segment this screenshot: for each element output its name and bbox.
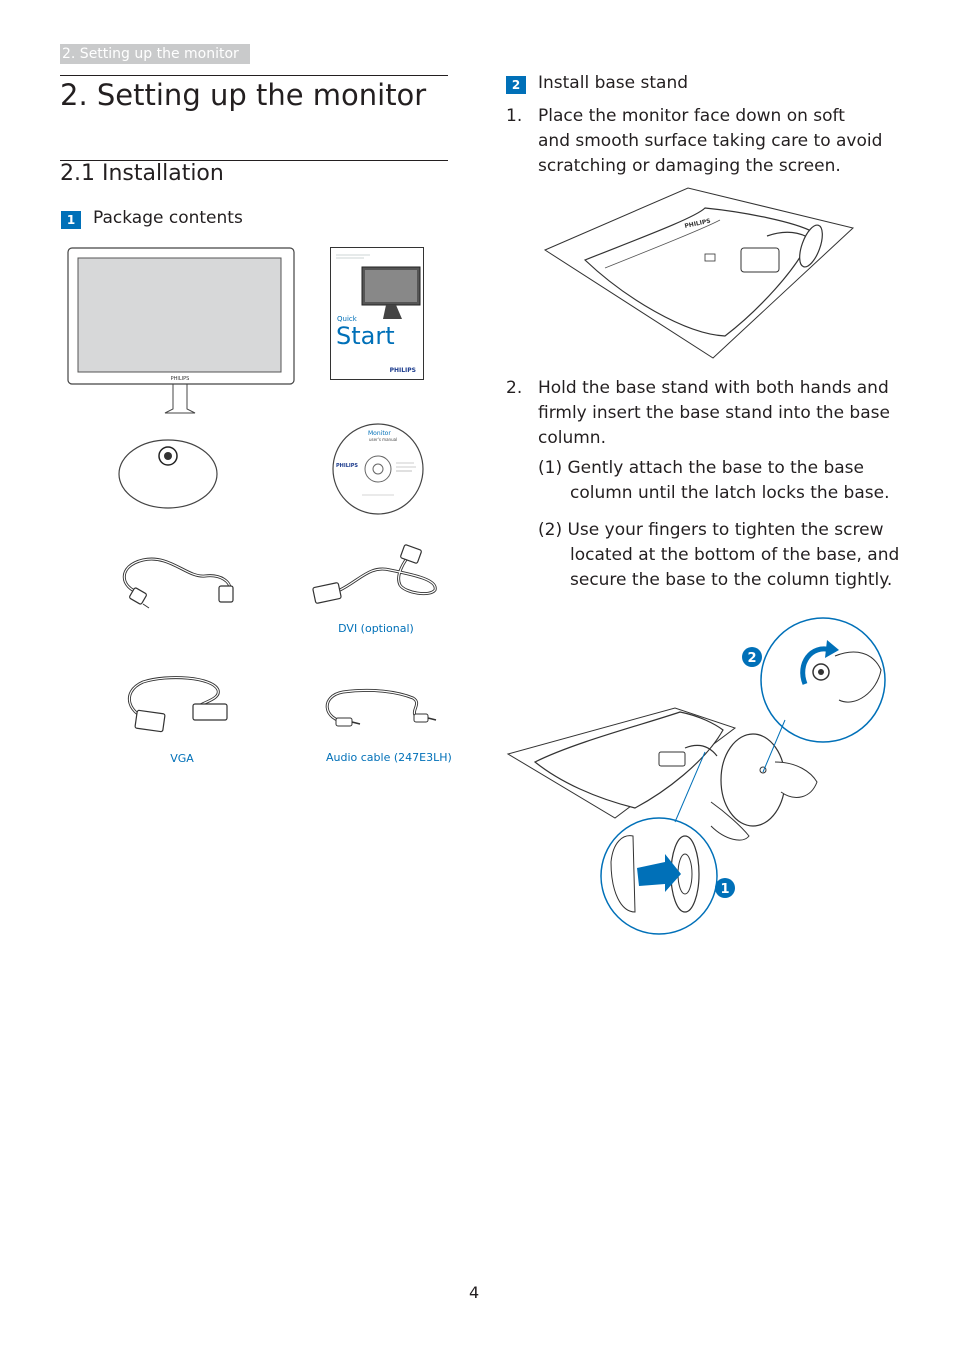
quickstart-big-text: Start: [336, 322, 395, 350]
monitor-brand: PHILIPS: [171, 376, 190, 382]
audio-cable-illustration: [325, 688, 437, 727]
substep2-line-2: located at the bottom of the base, and: [570, 545, 900, 565]
page-title: 2. Setting up the monitor: [60, 78, 427, 112]
monitor-illustration: PHILIPS: [67, 247, 295, 414]
vga-caption: VGA: [170, 752, 194, 765]
substep1-line-1: (1) Gently attach the base to the base: [538, 458, 864, 478]
dvi-cable-illustration: [312, 544, 437, 604]
step1-text: Place the monitor face down on soft and …: [538, 104, 918, 179]
package-badge: 1: [61, 211, 81, 229]
section-rule: [60, 160, 448, 161]
audio-caption: Audio cable (247E3LH): [326, 751, 452, 764]
base-stand-illustration: [118, 439, 218, 509]
step2-number: 2.: [506, 378, 523, 398]
dvi-caption: DVI (optional): [338, 622, 414, 635]
step2-line: column.: [538, 428, 606, 448]
cd-title: Monitor: [368, 430, 391, 437]
vga-cable-illustration: [127, 676, 228, 733]
step2-line: firmly insert the base stand into the ba…: [538, 403, 890, 423]
base-attach-illustration: 2 1: [506, 617, 886, 935]
quickstart-guide: Quick Start PHILIPS: [330, 247, 424, 380]
step1-line: and smooth surface taking care to avoid: [538, 131, 883, 151]
quickstart-brand: PHILIPS: [390, 367, 416, 374]
section-heading: 2.1 Installation: [60, 161, 224, 186]
callout-2-label: 2: [747, 651, 756, 666]
package-heading: Package contents: [93, 208, 243, 228]
install-badge: 2: [506, 76, 526, 94]
page-number: 4: [469, 1283, 480, 1302]
substep2-text: (2) Use your fingers to tighten the scre…: [538, 518, 918, 593]
substep1-line-2: column until the latch locks the base.: [570, 483, 890, 503]
step1-number: 1.: [506, 106, 523, 126]
substep1-text: (1) Gently attach the base to the base c…: [538, 456, 918, 506]
step1-line: Place the monitor face down on soft: [538, 106, 845, 126]
install-heading: Install base stand: [538, 73, 689, 93]
cd-subtitle: user's manual: [369, 437, 397, 442]
title-rule: [60, 75, 448, 76]
quickstart-small-text: Quick: [337, 315, 358, 323]
monitor-facedown-illustration: PHILIPS: [543, 187, 855, 359]
step1-line: scratching or damaging the screen.: [538, 156, 841, 176]
callout-1-label: 1: [720, 882, 729, 897]
cd-brand: PHILIPS: [336, 463, 358, 469]
cd-illustration: Monitor user's manual PHILIPS: [332, 423, 424, 515]
header-tab: 2. Setting up the monitor: [60, 44, 250, 64]
step2-line: Hold the base stand with both hands and: [538, 378, 889, 398]
power-cord-illustration: [122, 557, 234, 609]
step2-text: Hold the base stand with both hands and …: [538, 376, 918, 451]
substep2-line-3: secure the base to the column tightly.: [570, 570, 893, 590]
substep2-line-1: (2) Use your fingers to tighten the scre…: [538, 520, 884, 540]
